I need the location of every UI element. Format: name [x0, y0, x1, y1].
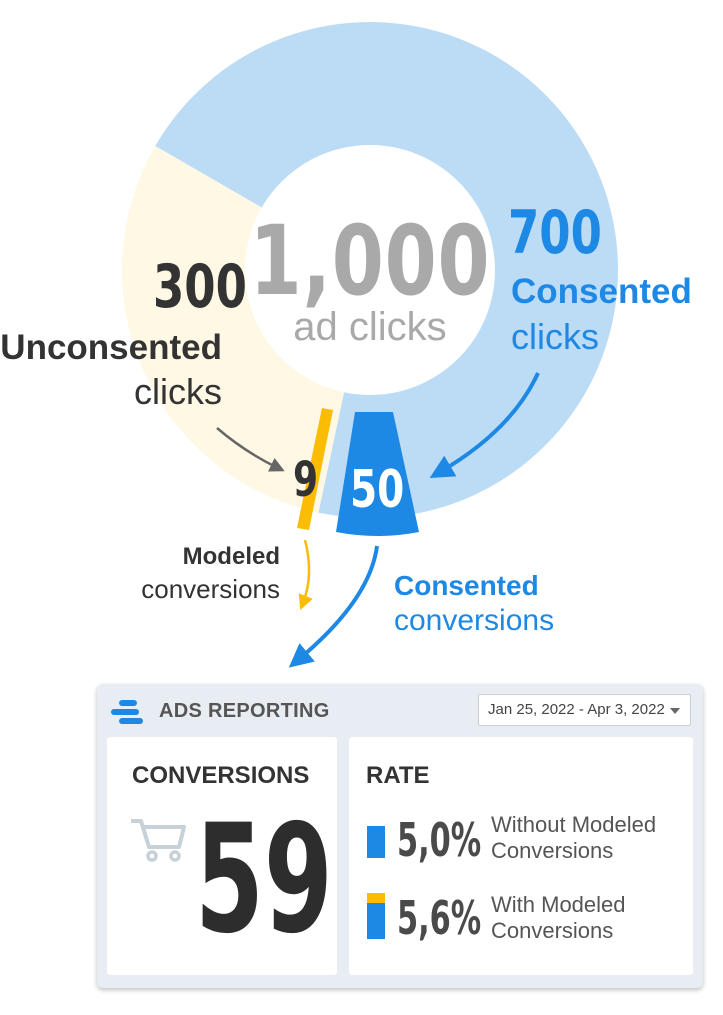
consented-conversions-label-bold: Consented [394, 570, 539, 601]
total-clicks-value: 1,000 [249, 205, 491, 317]
rate-label-with-modeled-line2: Conversions [491, 918, 614, 943]
arrow-consented-down [288, 545, 379, 668]
ads-reporting-card: ADS REPORTING Jan 25, 2022 - Apr 3, 2022… [97, 684, 703, 988]
total-clicks-label: ad clicks [293, 305, 447, 349]
chevron-down-icon [670, 708, 680, 714]
donut-hole [245, 145, 495, 395]
rate-value-without-modeled: 5,0% [397, 813, 482, 867]
rate-label-without-modeled-line1: Without Modeled [491, 812, 657, 837]
rate-bar-modeled-part [367, 893, 385, 903]
modeled-conversions-label: conversions [141, 574, 280, 604]
unconsented-clicks-label-bold: Unconsented [0, 328, 222, 367]
conversions-panel: CONVERSIONS 59 [107, 737, 337, 975]
unconsented-clicks-label: clicks [134, 371, 222, 412]
date-range-text: Jan 25, 2022 - Apr 3, 2022 [488, 701, 665, 718]
consented-clicks-value: 700 [508, 198, 602, 268]
consented-clicks-label: clicks [511, 316, 599, 357]
modeled-conversions-label-bold: Modeled [182, 543, 280, 570]
rate-label-without-modeled-line2: Conversions [491, 838, 614, 863]
data-studio-logo-icon [111, 700, 143, 724]
date-range-picker[interactable]: Jan 25, 2022 - Apr 3, 2022 [478, 694, 691, 726]
rate-bar-without-modeled [367, 826, 385, 858]
modeled-conversions-value: 9 [293, 452, 319, 508]
conversions-value: 59 [195, 793, 333, 967]
rate-title: RATE [366, 762, 430, 789]
conversion-donut-diagram [121, 22, 618, 668]
arrow-unconsented-to-modeled [216, 427, 285, 472]
modeled-conversions-wedge [297, 408, 333, 530]
rate-value-with-modeled: 5,6% [397, 891, 482, 945]
cart-icon [131, 819, 186, 862]
report-title: ADS REPORTING [159, 700, 330, 722]
conversions-title: CONVERSIONS [132, 762, 310, 789]
unconsented-clicks-value: 300 [153, 252, 247, 322]
rate-bar-with-modeled [367, 903, 385, 939]
rate-label-with-modeled-line1: With Modeled [491, 892, 626, 917]
consented-clicks-label-bold: Consented [511, 272, 692, 311]
rate-panel: RATE 5,0% Without Modeled Conversions 5,… [349, 737, 693, 975]
consented-conversions-wedge [336, 412, 419, 536]
arrow-consented-to-wedge [429, 372, 540, 479]
consented-conversions-label: conversions [394, 604, 555, 637]
consented-conversions-value: 50 [350, 460, 405, 520]
arrow-modeled-down [298, 539, 313, 610]
